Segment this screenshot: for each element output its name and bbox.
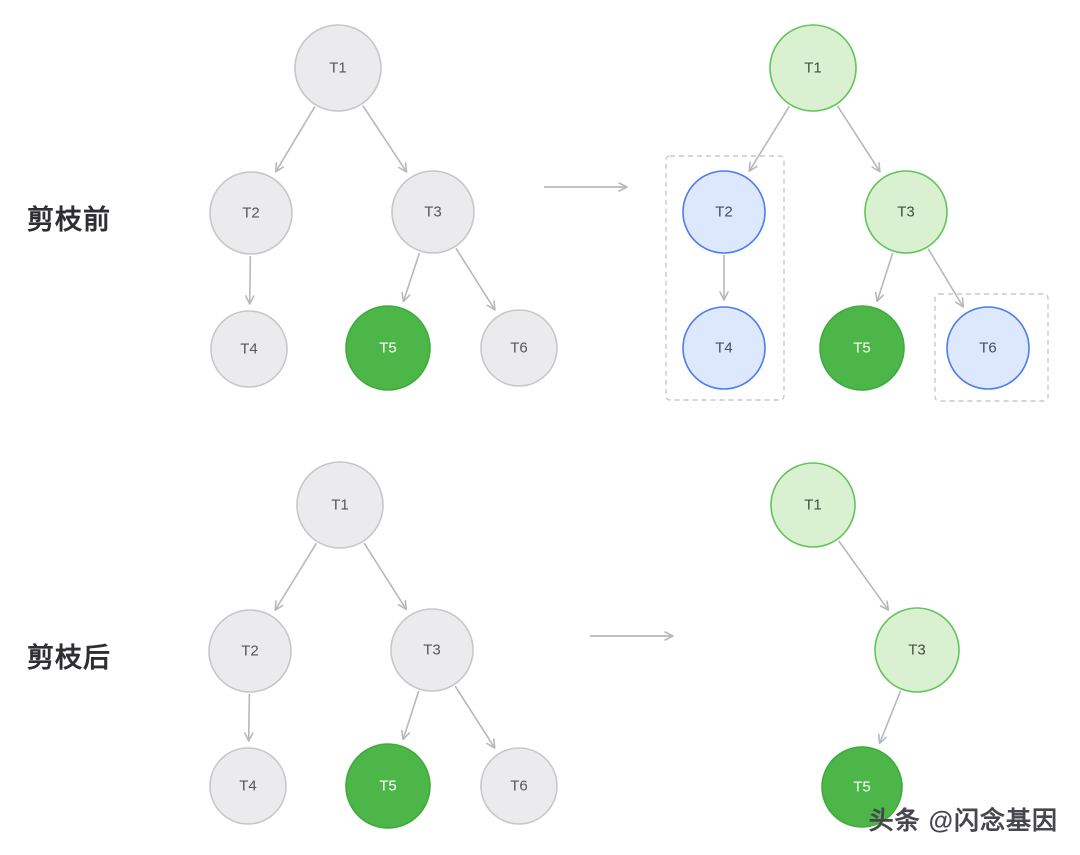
tree-after-left-node-T2 (208, 609, 292, 693)
tree-after-left-edge-T1-T2 (274, 542, 318, 611)
tree-after-right-edge-T1-T3 (837, 540, 890, 611)
tree-before-left-node-T3 (391, 170, 475, 254)
tree-before-right-node-label-T6: T6 (979, 340, 997, 357)
tree-before-left-node-T5 (345, 305, 431, 391)
tree-before-left-node-label-T6: T6 (510, 340, 528, 357)
tree-before-left-node-T2 (209, 171, 293, 255)
tree-after-left-edge-T1-T3 (363, 542, 408, 611)
tree-before-right-edge-T1-T3 (836, 105, 881, 173)
tree-after-left-edge-T3-T6 (454, 685, 496, 749)
tree-after-right-node-T5 (821, 746, 903, 828)
tree-after-left-node-label-T6: T6 (510, 778, 528, 795)
tree-before-right-node-T6 (946, 306, 1030, 390)
tree-after-left-node-T1 (296, 461, 384, 549)
tree-after-right-node-T3 (874, 607, 960, 693)
tree-before-left-edge-T1-T2 (274, 106, 316, 173)
tree-after-right-node-label-T3: T3 (908, 642, 926, 659)
tree-after-left-node-T4 (209, 747, 287, 825)
tree-before-right-edge-T3-T6 (927, 248, 965, 308)
tree-after-right-node-label-T5: T5 (853, 779, 871, 796)
tree-after-left-node-label-T1: T1 (331, 497, 349, 514)
label-after-pruning: 剪枝后 (27, 643, 111, 673)
tree-before-left-node-T6 (480, 309, 558, 387)
tree-after-left-edge-T3-T5 (400, 690, 420, 741)
tree-before-left-edge-T3-T5 (401, 252, 421, 303)
tree-before-left-node-label-T3: T3 (424, 204, 442, 221)
tree-before-left-edge-T3-T6 (455, 247, 496, 311)
tree-before-left-node-T4 (210, 310, 288, 388)
tree-before-right-node-label-T2: T2 (715, 204, 733, 221)
tree-after-right-edge-T3-T5 (877, 690, 902, 745)
tree-before-right-node-label-T4: T4 (715, 340, 733, 357)
tree-before-left-node-T1 (294, 24, 382, 112)
tree-before-right-node-T4 (682, 306, 766, 390)
tree-before-left-node-label-T4: T4 (240, 341, 258, 358)
tree-before-left-edge-T2-T4 (244, 255, 255, 305)
tree-after-left-node-T6 (480, 747, 558, 825)
label-before-pruning: 剪枝前 (27, 205, 111, 235)
tree-before-right-node-label-T3: T3 (897, 204, 915, 221)
tree-after-left-edge-T2-T4 (243, 693, 254, 742)
tree-before-right-node-T2 (682, 170, 766, 254)
tree-after-left-node-label-T2: T2 (241, 643, 259, 660)
tree-before-right-node-T1 (769, 24, 857, 112)
tree-before-left-edge-T1-T3 (362, 105, 408, 173)
tree-before-right-edge-T1-T2 (748, 105, 791, 172)
tree-after-left-node-label-T4: T4 (239, 778, 257, 795)
tree-before-right-node-label-T5: T5 (853, 340, 871, 357)
tree-before-right-dashed-box-1 (665, 155, 785, 401)
tree-before-right-edge-T3-T5 (874, 252, 894, 303)
tree-before-right-node-T3 (864, 170, 948, 254)
tree-after-left-node-T3 (390, 608, 474, 692)
tree-before-left-node-label-T2: T2 (242, 205, 260, 222)
tree-after-left-node-T5 (345, 743, 431, 829)
tree-before-right-node-T5 (819, 305, 905, 391)
tree-before-left-node-label-T1: T1 (329, 60, 347, 77)
tree-after-right-node-label-T1: T1 (804, 497, 822, 514)
tree-before-right-node-label-T1: T1 (804, 60, 822, 77)
tree-before-left-node-label-T5: T5 (379, 340, 397, 357)
tree-after-right-node-T1 (770, 462, 856, 548)
tree-after-left-node-label-T5: T5 (379, 778, 397, 795)
tree-after-left-node-label-T3: T3 (423, 642, 441, 659)
watermark: 头条 @闪念基因 (868, 807, 1058, 835)
